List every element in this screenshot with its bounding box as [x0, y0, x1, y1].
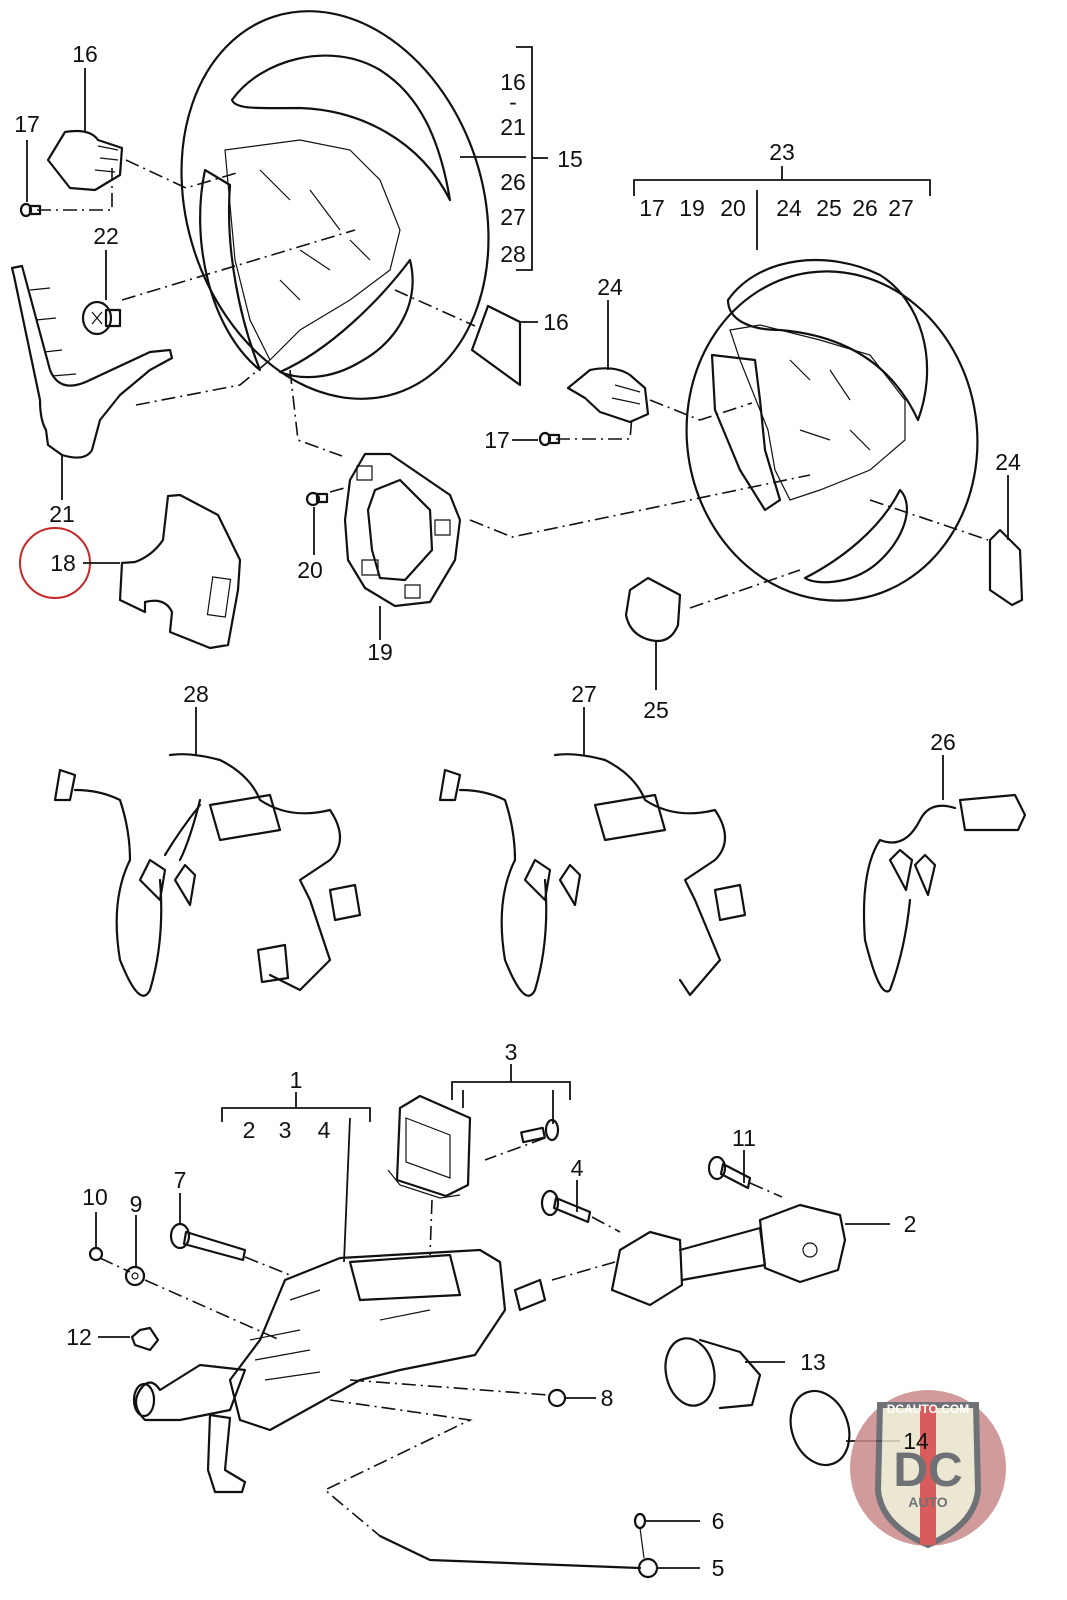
part-28-wiring-harness[interactable]	[53, 753, 362, 997]
group-1-bracket	[221, 1092, 371, 1263]
group-23-item-17: 17	[639, 195, 665, 221]
leader-lines	[26, 68, 1009, 1569]
group-23-item-20: 20	[720, 195, 746, 221]
group-23-item-19: 19	[679, 195, 705, 221]
watermark-stripe	[920, 1405, 936, 1545]
callout-12[interactable]: 12	[66, 1324, 92, 1350]
part-18-cover[interactable]	[118, 493, 242, 650]
callout-25[interactable]: 25	[643, 697, 669, 723]
group-23-bracket	[633, 166, 931, 250]
group-15-item-21: 21	[500, 114, 526, 140]
callout-24-left[interactable]: 24	[597, 274, 623, 300]
part-24-cover-right[interactable]	[988, 528, 1024, 607]
part-27-wiring-harness[interactable]	[438, 753, 747, 997]
callout-18[interactable]: 18	[50, 550, 76, 576]
callout-17-mid[interactable]: 17	[484, 427, 510, 453]
part-21-spoke-trim[interactable]	[10, 264, 174, 459]
part-3-bolt[interactable]	[520, 1118, 560, 1144]
group-15-item-16: 16	[500, 69, 526, 95]
callout-19[interactable]: 19	[367, 639, 393, 665]
part-22-bolt[interactable]	[81, 300, 122, 336]
part-19-contact-plate[interactable]	[343, 452, 462, 608]
callout-24-right[interactable]: 24	[995, 449, 1021, 475]
callout-2[interactable]: 2	[904, 1211, 917, 1237]
callout-10[interactable]: 10	[82, 1184, 108, 1210]
callout-11[interactable]: 11	[732, 1125, 756, 1151]
callout-28[interactable]: 28	[183, 681, 209, 707]
callout-15[interactable]: 15	[557, 146, 583, 172]
watermark-site-text: DCAUTO.COM	[887, 1402, 969, 1416]
callout-22[interactable]: 22	[93, 223, 119, 249]
callout-21[interactable]: 21	[49, 501, 75, 527]
steering-wheel-15[interactable]	[133, 0, 537, 439]
group-15-item-27: 27	[500, 204, 526, 230]
part-12-clip[interactable]	[130, 1326, 160, 1352]
part-13-boot[interactable]	[659, 1334, 762, 1410]
steering-wheel-23[interactable]	[665, 252, 998, 619]
callout-7[interactable]: 7	[174, 1167, 187, 1193]
callout-6[interactable]: 6	[712, 1508, 725, 1534]
watermark-logo-letters: DC	[893, 1444, 962, 1497]
callout-23[interactable]: 23	[769, 139, 795, 165]
watermark-logo-sub: AUTO	[908, 1494, 948, 1510]
part-9-washer[interactable]	[124, 1265, 146, 1287]
callout-26[interactable]: 26	[930, 729, 956, 755]
group-15-bracket	[460, 46, 548, 271]
part-11-bolt[interactable]	[707, 1155, 752, 1190]
part-24-cover-left[interactable]	[566, 367, 650, 424]
callout-16-right[interactable]: 16	[543, 309, 569, 335]
callout-labels: 16 17 22 21 18 16 - 21 26 27 28 15 16 20…	[14, 41, 1021, 1581]
callout-5[interactable]: 5	[712, 1555, 725, 1581]
part-2-intermediate-shaft[interactable]	[610, 1203, 847, 1307]
part-16-cover-left[interactable]	[46, 129, 124, 192]
part-4-bolt[interactable]	[540, 1189, 592, 1224]
group-1-item-2: 2	[243, 1117, 256, 1143]
assembly-lines-bottom	[99, 1137, 783, 1537]
callout-14[interactable]: 14	[903, 1428, 929, 1454]
group-1-item-3: 3	[279, 1117, 292, 1143]
part-7-bolt[interactable]	[169, 1222, 247, 1262]
group-23-item-25: 25	[816, 195, 842, 221]
part-5-cable[interactable]	[378, 1534, 659, 1579]
group-1-item-4: 4	[318, 1117, 331, 1143]
part-25-cover[interactable]	[624, 576, 682, 643]
callout-20[interactable]: 20	[297, 557, 323, 583]
part-3-control-module[interactable]	[387, 1094, 472, 1199]
callout-16-top[interactable]: 16	[72, 41, 98, 67]
callout-8[interactable]: 8	[601, 1385, 614, 1411]
callout-1[interactable]: 1	[290, 1067, 303, 1093]
part-6-screw[interactable]	[633, 1512, 647, 1559]
group-15-dash: -	[509, 89, 517, 115]
callout-4[interactable]: 4	[571, 1155, 584, 1181]
group-23-item-27: 27	[888, 195, 914, 221]
group-3-bracket	[451, 1064, 571, 1124]
assembly-lines-top	[37, 159, 989, 609]
group-23-item-24: 24	[776, 195, 802, 221]
dcauto-watermark: DCAUTO.COM DC AUTO	[850, 1390, 1006, 1549]
part-1-steering-column[interactable]	[132, 1248, 547, 1494]
callout-27[interactable]: 27	[571, 681, 597, 707]
callout-3[interactable]: 3	[505, 1039, 518, 1065]
group-23-item-26: 26	[852, 195, 878, 221]
part-20-screw[interactable]	[305, 491, 329, 507]
part-26-wiring-harness[interactable]	[862, 793, 1027, 993]
group-15-item-28: 28	[500, 241, 526, 267]
part-14-seal-ring[interactable]	[781, 1383, 860, 1474]
callout-17-top[interactable]: 17	[14, 111, 40, 137]
part-8-nut[interactable]	[547, 1388, 567, 1408]
callout-13[interactable]: 13	[800, 1349, 826, 1375]
callout-9[interactable]: 9	[130, 1191, 143, 1217]
group-15-item-26: 26	[500, 169, 526, 195]
part-16-cover-right[interactable]	[470, 304, 522, 387]
